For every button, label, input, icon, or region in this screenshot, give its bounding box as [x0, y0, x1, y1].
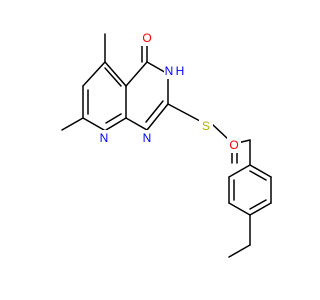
atom-label-o1: O	[142, 31, 151, 45]
bond-c7-methyl	[61, 117, 84, 131]
bond-ring-3	[228, 202, 251, 216]
atom-label-background-n1	[140, 130, 154, 146]
bond-c6-c5	[82, 61, 106, 87]
atom-label-s: S	[202, 119, 210, 133]
bond-ring-6-inner	[249, 170, 267, 181]
atom-label-background-o1	[140, 30, 154, 46]
bond-c2-n1-b	[145, 100, 164, 123]
bond-ring-4-inner	[249, 199, 267, 210]
atom-label-n8: N	[100, 131, 109, 145]
atom-label-background-o2	[227, 137, 241, 153]
atom-label-n1: N	[143, 131, 152, 145]
bond-c4a-c4	[125, 61, 148, 87]
atom-label-background-s	[199, 118, 213, 134]
bond-c2-n1-a	[146, 103, 169, 131]
chemical-structure-diagram: O N H N N S O	[61, 30, 272, 258]
bond-s-ch2	[211, 123, 230, 141]
bond-n1-c8a	[125, 117, 148, 131]
bond-c2-s	[167, 103, 201, 122]
atom-label-h3: H	[176, 64, 185, 78]
atom-label-background-n8	[97, 130, 111, 146]
bond-c5-c4a-inner	[104, 67, 122, 87]
bond-n8-c7	[82, 117, 105, 131]
bond-ring-4	[249, 202, 272, 216]
atom-label-background-n3	[164, 63, 188, 79]
bond-ethyl-2	[228, 244, 251, 258]
bond-ring-1	[228, 164, 251, 178]
bond-c5-c4a	[104, 61, 127, 87]
bond-c8a-n8-b	[105, 113, 122, 124]
atom-label-n3: N	[165, 64, 174, 78]
atom-label-o2: O	[229, 138, 238, 152]
atom-labels: O N H N N S O	[97, 30, 241, 153]
bond-lines	[61, 33, 272, 258]
bond-c8a-n8-a	[105, 117, 127, 131]
bond-ring-6	[249, 164, 272, 178]
